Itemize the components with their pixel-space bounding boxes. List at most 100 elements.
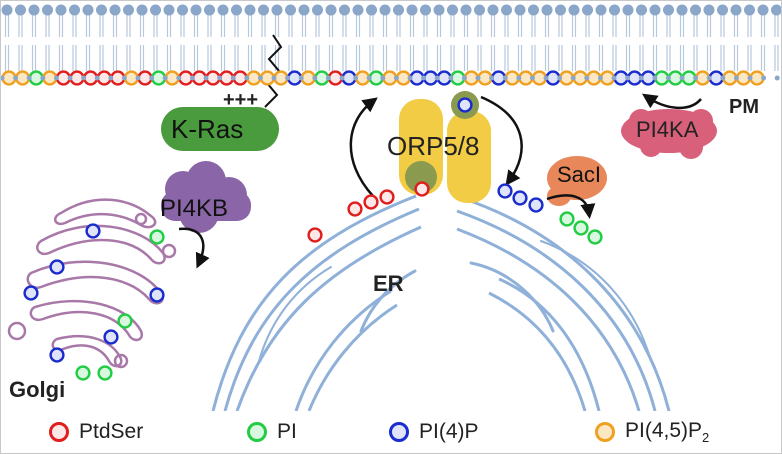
lipid-ptdser (379, 189, 395, 205)
membrane-head (298, 4, 310, 16)
membrane-head (717, 4, 728, 16)
membrane-head (420, 4, 431, 16)
membrane-head (636, 4, 647, 16)
legend-label: PI (277, 420, 297, 443)
lipid-ptdser (347, 201, 363, 217)
membrane-head (625, 75, 631, 81)
membrane-head (1, 75, 5, 81)
membrane-head (679, 75, 685, 81)
lipid-pi (117, 313, 133, 329)
membrane-head (55, 4, 67, 16)
curved-arrow-icon (349, 97, 378, 197)
membrane-head (638, 75, 644, 81)
lipid-ptdser (414, 181, 430, 197)
membrane-head (514, 4, 526, 16)
kras-label: K-Ras (171, 114, 244, 144)
membrane-head (652, 75, 658, 81)
membrane-head (570, 75, 576, 81)
membrane-head (706, 75, 712, 81)
membrane-head (325, 75, 331, 81)
membrane-head (285, 75, 291, 81)
membrane-head (325, 4, 337, 16)
membrane-head (433, 4, 445, 16)
legend-label: PtdSer (79, 420, 144, 443)
membrane-head (217, 4, 229, 16)
golgi-label: Golgi (9, 377, 66, 402)
membrane-head (352, 4, 364, 16)
membrane-head (447, 4, 458, 16)
golgi-apparatus (7, 198, 177, 369)
ptdser-swatch (49, 422, 69, 442)
membrane-head (448, 75, 454, 81)
membrane-head (353, 75, 359, 81)
membrane-head (28, 4, 40, 16)
membrane-head (204, 4, 215, 16)
curved-arrow-icon (178, 227, 210, 269)
membrane-head (461, 75, 467, 81)
membrane-head (230, 75, 236, 81)
lipid-markers (1, 70, 780, 381)
membrane-head (434, 75, 440, 81)
membrane-head (597, 75, 603, 81)
membrane-head (690, 4, 701, 16)
membrane-head (502, 75, 508, 81)
membrane-head (676, 4, 688, 16)
curved-arrow-icon (642, 93, 702, 110)
er-membrane (211, 194, 671, 411)
membrane-head (285, 4, 296, 16)
lipid-pi4p (103, 329, 119, 345)
membrane-head (757, 4, 769, 16)
membrane-head (149, 75, 155, 81)
membrane-head (339, 75, 345, 81)
membrane-head (82, 4, 94, 16)
membrane-head (203, 75, 209, 81)
legend-label: PI(4,5)P2 (625, 418, 710, 446)
lipid-pi4p (49, 259, 65, 275)
membrane-head (407, 75, 413, 81)
lipid-pi4p (85, 223, 101, 239)
lipid-pi4p (497, 183, 513, 199)
membrane-head (555, 4, 566, 16)
membrane-head (720, 75, 726, 81)
pi-swatch (247, 422, 267, 442)
membrane-head (42, 4, 53, 16)
lipid-pi4p (23, 285, 39, 301)
lipid-pi4p (149, 287, 165, 303)
membrane-head (460, 4, 472, 16)
membrane-head (1, 4, 13, 16)
orp-label: ORP5/8 (387, 131, 480, 161)
legend-item-pi45p2: PI(4,5)P2 (595, 419, 709, 445)
membrane-head (475, 75, 481, 81)
membrane-head (163, 4, 175, 16)
curved-arrow-icon (480, 95, 523, 186)
sac1-label: SacI (557, 162, 602, 187)
membrane-head (489, 75, 495, 81)
membrane-head (421, 75, 427, 81)
membrane-head (771, 4, 781, 16)
lipid-pi (587, 229, 603, 245)
membrane-head (244, 75, 250, 81)
legend-item-ptdser: PtdSer (49, 419, 143, 445)
kras-charge-label: +++ (223, 89, 259, 111)
membrane-head (258, 4, 269, 16)
plasma-membrane (1, 4, 781, 71)
membrane-head (501, 4, 512, 16)
membrane-head (162, 75, 168, 81)
curved-arrow-icon (546, 194, 596, 219)
membrane-head (622, 4, 634, 16)
membrane-head (298, 75, 304, 81)
membrane-head (543, 75, 549, 81)
membrane-head (136, 4, 148, 16)
legend-item-pi: PI (247, 419, 297, 445)
pi4ka-enzyme (621, 109, 717, 159)
membrane-head (487, 4, 499, 16)
membrane-head (108, 75, 114, 81)
membrane-head (177, 4, 188, 16)
membrane-head (135, 75, 141, 81)
membrane-head (366, 4, 377, 16)
membrane-head (379, 4, 391, 16)
membrane-head (474, 4, 485, 16)
diagram-canvas (1, 4, 781, 411)
legend-label: PI(4)P (419, 420, 479, 443)
membrane-head (693, 75, 699, 81)
